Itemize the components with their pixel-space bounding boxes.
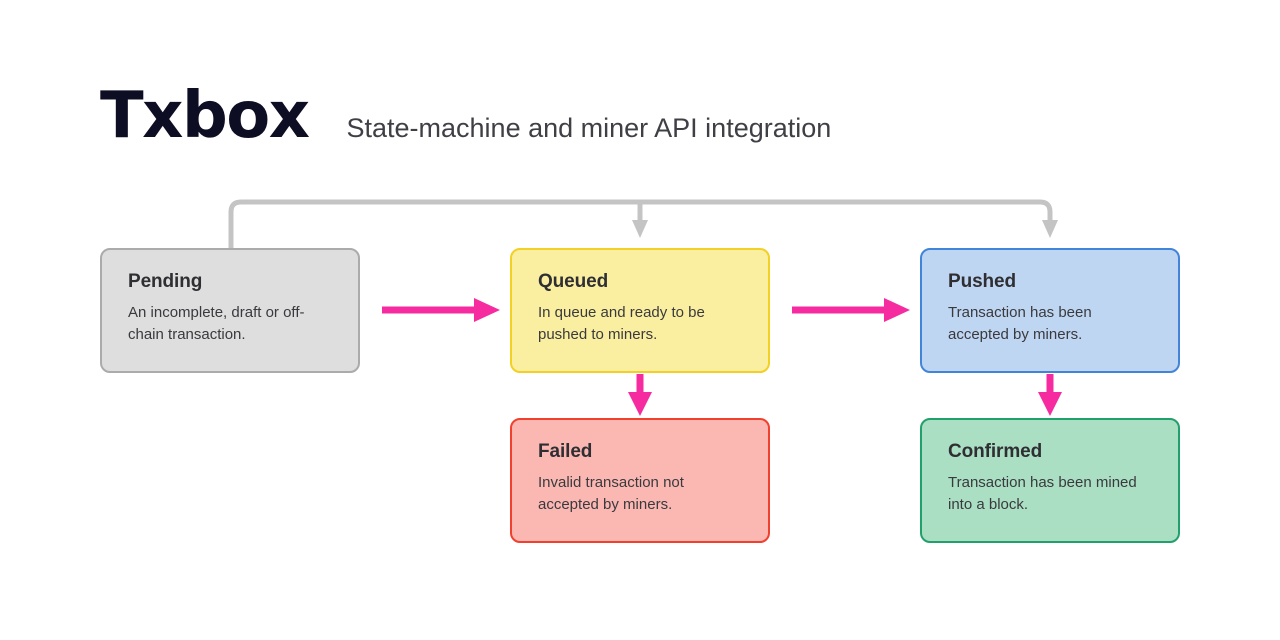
state-title-pushed: Pushed xyxy=(948,271,1017,292)
state-description-pending: An incomplete, draft or off-chain transa… xyxy=(128,303,305,343)
state-description-pushed: Transaction has been accepted by miners. xyxy=(948,303,1092,343)
state-box-queued[interactable]: Queued In queue and ready to be pushed t… xyxy=(510,248,770,373)
page-header: Txbox State-machine and miner API integr… xyxy=(100,84,831,148)
state-title-failed: Failed xyxy=(538,441,593,462)
state-box-pushed[interactable]: Pushed Transaction has been accepted by … xyxy=(920,248,1180,373)
page-title: Txbox xyxy=(100,79,310,153)
gray-arrowhead-pushed xyxy=(1042,220,1058,238)
gray-bus-connector xyxy=(228,199,1058,248)
state-box-pending[interactable]: Pending An incomplete, draft or off-chai… xyxy=(100,248,360,373)
state-title-queued: Queued xyxy=(538,271,609,292)
arrow-queued-to-pushed xyxy=(792,298,910,322)
arrow-pushed-to-confirmed xyxy=(1038,374,1062,416)
page-subtitle: State-machine and miner API integration xyxy=(346,113,832,143)
state-box-confirmed[interactable]: Confirmed Transaction has been mined int… xyxy=(920,418,1180,543)
state-title-confirmed: Confirmed xyxy=(948,441,1043,462)
state-description-confirmed: Transaction has been mined into a block. xyxy=(948,473,1137,513)
arrow-pending-to-queued xyxy=(382,298,500,322)
gray-arrowhead-queued xyxy=(632,220,648,238)
state-description-failed: Invalid transaction not accepted by mine… xyxy=(538,473,684,513)
state-box-failed[interactable]: Failed Invalid transaction not accepted … xyxy=(510,418,770,543)
state-description-queued: In queue and ready to be pushed to miner… xyxy=(538,303,705,343)
arrow-queued-to-failed xyxy=(628,374,652,416)
state-title-pending: Pending xyxy=(128,271,203,292)
